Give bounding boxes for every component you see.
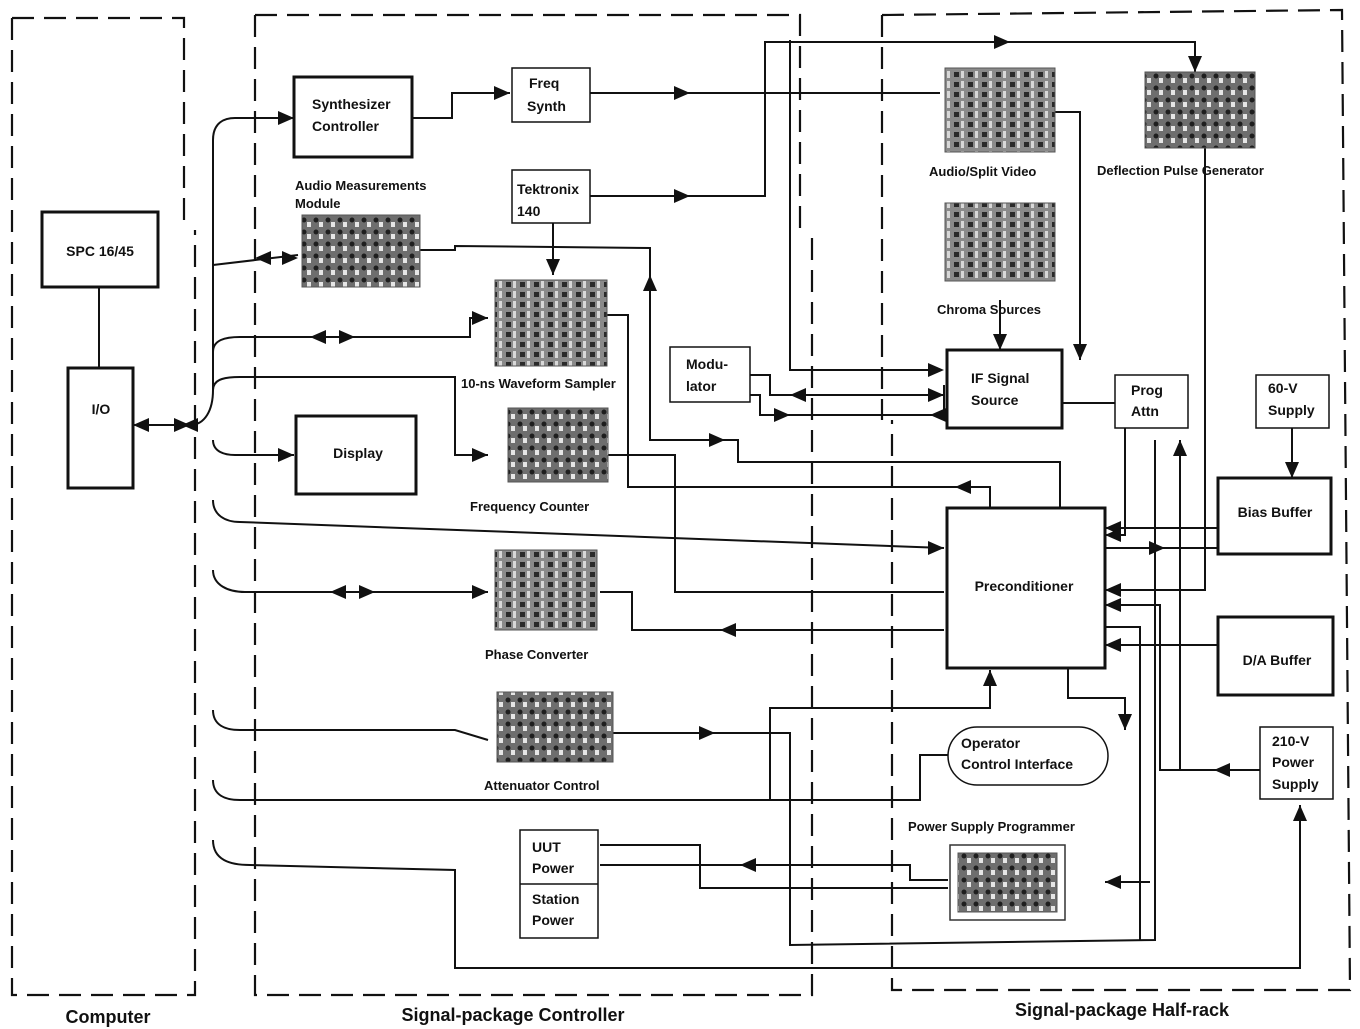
- audio-split-video-module: Audio/Split Video: [929, 67, 1056, 179]
- deflection-pulse-module: Deflection Pulse Generator: [1097, 71, 1264, 178]
- deflection-label: Deflection Pulse Generator: [1097, 163, 1264, 178]
- bias-buffer-block: Bias Buffer: [1216, 476, 1333, 556]
- display-label: Display: [333, 445, 383, 461]
- display-block: Display: [294, 414, 418, 496]
- operator-line1: Operator: [961, 735, 1021, 751]
- da-buffer-block: D/A Buffer: [1216, 615, 1335, 697]
- counter-photo: [507, 407, 609, 483]
- frequency-counter-module: Frequency Counter: [470, 407, 609, 514]
- supply-210v-block: 210-V Power Supply: [1259, 726, 1334, 800]
- modulator-line1: Modu-: [686, 356, 728, 372]
- supply-210v-line3: Supply: [1272, 776, 1319, 792]
- sampler-photo: [494, 279, 608, 367]
- computer-title: Computer: [66, 1007, 151, 1027]
- audio-meas-photo: [301, 214, 421, 288]
- power-supply-programmer-module: Power Supply Programmer: [908, 819, 1075, 921]
- freq-synth-block: Freq Synth: [511, 67, 591, 123]
- uut-power-line1: UUT: [532, 839, 561, 855]
- synth-ctrl-line2: Controller: [312, 118, 379, 134]
- uut-power-block: UUT Power Station Power: [519, 829, 599, 939]
- synthesizer-controller-block: Synthesizer Controller: [292, 75, 414, 159]
- synth-ctrl-line1: Synthesizer: [312, 96, 391, 112]
- computer-region: [10, 16, 197, 997]
- operator-line2: Control Interface: [961, 756, 1073, 772]
- io-block: I/O: [66, 366, 135, 490]
- audio-meas-line2: Module: [295, 196, 341, 211]
- io-label: I/O: [92, 401, 111, 417]
- attenuator-photo: [496, 691, 614, 763]
- controller-region: [253, 13, 814, 997]
- phase-converter-module: Phase Converter: [485, 549, 598, 662]
- chroma-photo: [944, 202, 1056, 282]
- freq-synth-line1: Freq: [529, 75, 559, 91]
- modulator-block: Modu- lator: [669, 346, 751, 403]
- arrowheads: [133, 35, 1307, 889]
- bias-buffer-label: Bias Buffer: [1238, 504, 1313, 520]
- operator-control-block: Operator Control Interface: [947, 726, 1109, 786]
- tektronix-line2: 140: [517, 203, 541, 219]
- audio-meas-line1: Audio Measurements: [295, 178, 426, 193]
- supply-210v-line1: 210-V: [1272, 733, 1310, 749]
- station-power-line2: Power: [532, 912, 575, 928]
- if-source-line1: IF Signal: [971, 370, 1029, 386]
- freq-synth-line2: Synth: [527, 98, 566, 114]
- audio-video-photo: [944, 67, 1056, 153]
- controller-title: Signal-package Controller: [401, 1005, 624, 1025]
- attenuator-control-module: Attenuator Control: [484, 691, 614, 793]
- chroma-label: Chroma Sources: [937, 302, 1041, 317]
- prog-attn-line1: Prog: [1131, 382, 1163, 398]
- waveform-sampler-module: 10-ns Waveform Sampler: [461, 279, 616, 391]
- deflection-photo: [1144, 71, 1256, 149]
- modulator-line2: lator: [686, 378, 717, 394]
- supply-60v-line1: 60-V: [1268, 380, 1298, 396]
- supply-60v-block: 60-V Supply: [1255, 374, 1330, 429]
- ps-programmer-photo: [957, 852, 1058, 913]
- station-power-line1: Station: [532, 891, 579, 907]
- audio-video-label: Audio/Split Video: [929, 164, 1036, 179]
- prog-attn-block: Prog Attn: [1114, 374, 1189, 429]
- supply-60v-line2: Supply: [1268, 402, 1315, 418]
- tektronix-line1: Tektronix: [517, 181, 579, 197]
- da-buffer-label: D/A Buffer: [1243, 652, 1312, 668]
- preconditioner-label: Preconditioner: [975, 578, 1074, 594]
- attenuator-label: Attenuator Control: [484, 778, 600, 793]
- prog-attn-line2: Attn: [1131, 403, 1159, 419]
- chroma-sources-module: Chroma Sources: [937, 202, 1056, 317]
- phase-label: Phase Converter: [485, 647, 588, 662]
- ps-programmer-label: Power Supply Programmer: [908, 819, 1075, 834]
- tektronix-block: Tektronix 140: [511, 169, 591, 224]
- audio-measurements-module: Audio Measurements Module: [295, 178, 426, 288]
- uut-power-line2: Power: [532, 860, 575, 876]
- phase-photo: [494, 549, 598, 631]
- halfrack-title: Signal-package Half-rack: [1015, 1000, 1230, 1020]
- signal-wires: [98, 40, 1301, 969]
- spc-block: SPC 16/45: [40, 210, 160, 289]
- sampler-label: 10-ns Waveform Sampler: [461, 376, 616, 391]
- preconditioner-block: Preconditioner: [945, 506, 1107, 670]
- spc-label: SPC 16/45: [66, 243, 134, 259]
- supply-210v-line2: Power: [1272, 754, 1315, 770]
- if-source-line2: Source: [971, 392, 1019, 408]
- if-signal-source-block: IF Signal Source: [945, 348, 1064, 430]
- counter-label: Frequency Counter: [470, 499, 589, 514]
